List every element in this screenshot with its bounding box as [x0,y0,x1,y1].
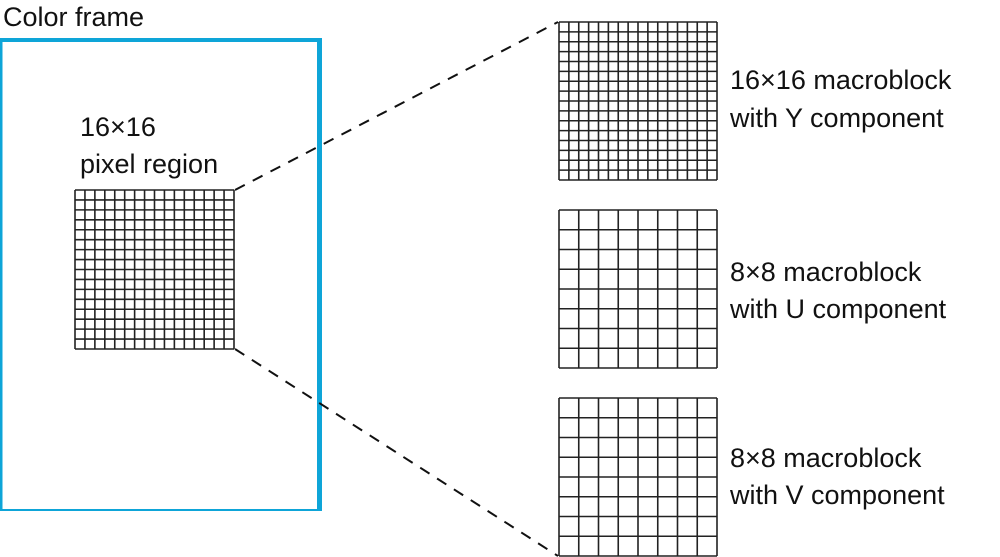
y-block-label-line2: with Y component [730,103,944,133]
v-block-label-line2: with V component [730,480,945,510]
dashed-connector-top [234,21,559,191]
pixel-region-grid [74,189,235,350]
u-block-label-line2: with U component [730,294,947,324]
color-frame-rect [0,38,322,511]
pixel-region-label-line2: pixel region [80,149,219,179]
color-frame-label: Color frame [3,2,145,32]
u-macroblock-grid [558,209,718,369]
y-macroblock-grid [558,21,718,181]
v-block-label-line1: 8×8 macroblock [730,443,922,473]
pixel-region-label-line1: 16×16 [80,112,156,142]
u-block-label-line1: 8×8 macroblock [730,257,922,287]
y-block-label-line1: 16×16 macroblock [730,65,952,95]
v-macroblock-grid [558,397,718,557]
dashed-connector-bottom [234,348,559,557]
